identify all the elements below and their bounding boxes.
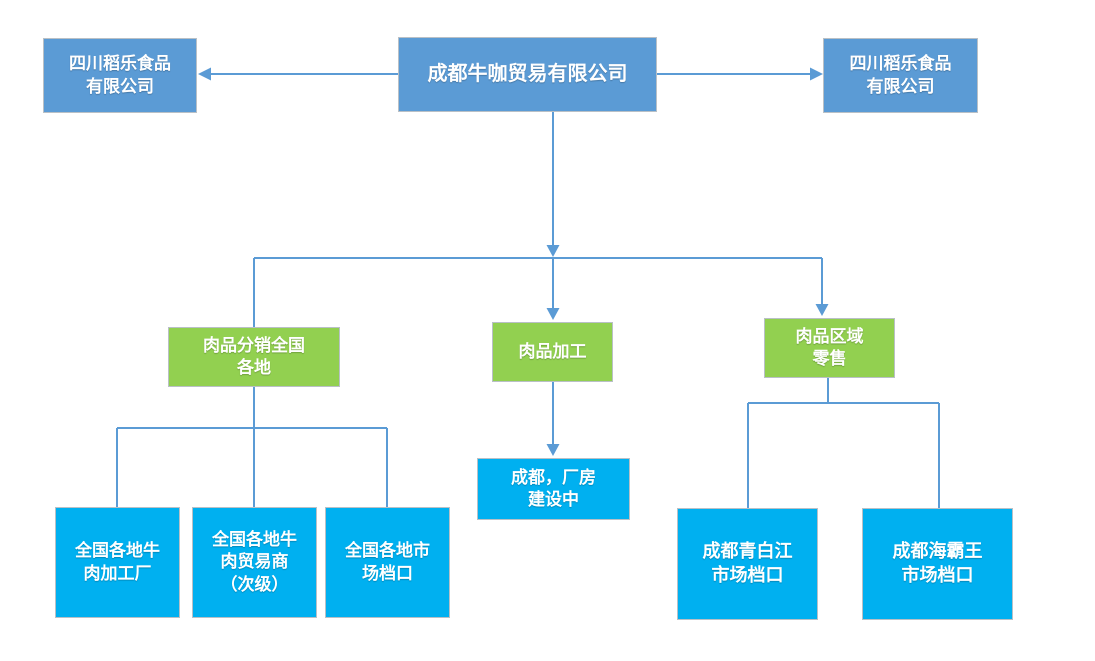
node-processing-child-label: 成都，厂房 建设中 bbox=[511, 467, 596, 509]
node-partner-left: 四川稻乐食品 有限公司 bbox=[43, 38, 197, 113]
node-retail-child-2: 成都海霸王 市场档口 bbox=[862, 508, 1013, 620]
node-branch-processing: 肉品加工 bbox=[492, 322, 613, 382]
edge-root-to-partner-left bbox=[198, 67, 398, 81]
node-partner-right: 四川稻乐食品 有限公司 bbox=[823, 38, 978, 113]
node-branch-distribution-label: 肉品分销全国 各地 bbox=[203, 335, 305, 377]
edge-root-to-branch-junction bbox=[546, 112, 560, 257]
node-root-company: 成都牛咖贸易有限公司 bbox=[398, 37, 657, 112]
node-partner-left-label: 四川稻乐食品 有限公司 bbox=[69, 54, 171, 96]
node-branch-processing-label: 肉品加工 bbox=[518, 341, 587, 361]
node-branch-retail-label: 肉品区域 零售 bbox=[795, 326, 864, 368]
node-retail-child-1-label: 成都青白江 市场档口 bbox=[702, 541, 793, 585]
node-dist-child-3-label: 全国各地市 场档口 bbox=[345, 541, 430, 583]
node-processing-child: 成都，厂房 建设中 bbox=[477, 458, 630, 520]
edge-processing-to-child bbox=[546, 382, 560, 456]
node-retail-child-2-label: 成都海霸王 市场档口 bbox=[892, 541, 983, 585]
node-branch-distribution: 肉品分销全国 各地 bbox=[168, 327, 340, 387]
node-dist-child-3: 全国各地市 场档口 bbox=[325, 507, 450, 618]
node-branch-retail: 肉品区域 零售 bbox=[764, 318, 895, 378]
node-root-company-label: 成都牛咖贸易有限公司 bbox=[427, 63, 628, 86]
edge-junction-to-processing bbox=[546, 258, 560, 320]
edge-junction-to-retail bbox=[815, 258, 829, 316]
node-dist-child-2: 全国各地牛 肉贸易商 （次级） bbox=[192, 507, 317, 618]
node-partner-right-label: 四川稻乐食品 有限公司 bbox=[849, 54, 952, 96]
edge-root-to-partner-right bbox=[657, 67, 823, 81]
node-dist-child-2-label: 全国各地牛 肉贸易商 （次级） bbox=[212, 529, 297, 594]
node-retail-child-1: 成都青白江 市场档口 bbox=[677, 508, 818, 620]
node-dist-child-1: 全国各地牛 肉加工厂 bbox=[55, 507, 180, 618]
node-dist-child-1-label: 全国各地牛 肉加工厂 bbox=[75, 541, 160, 583]
